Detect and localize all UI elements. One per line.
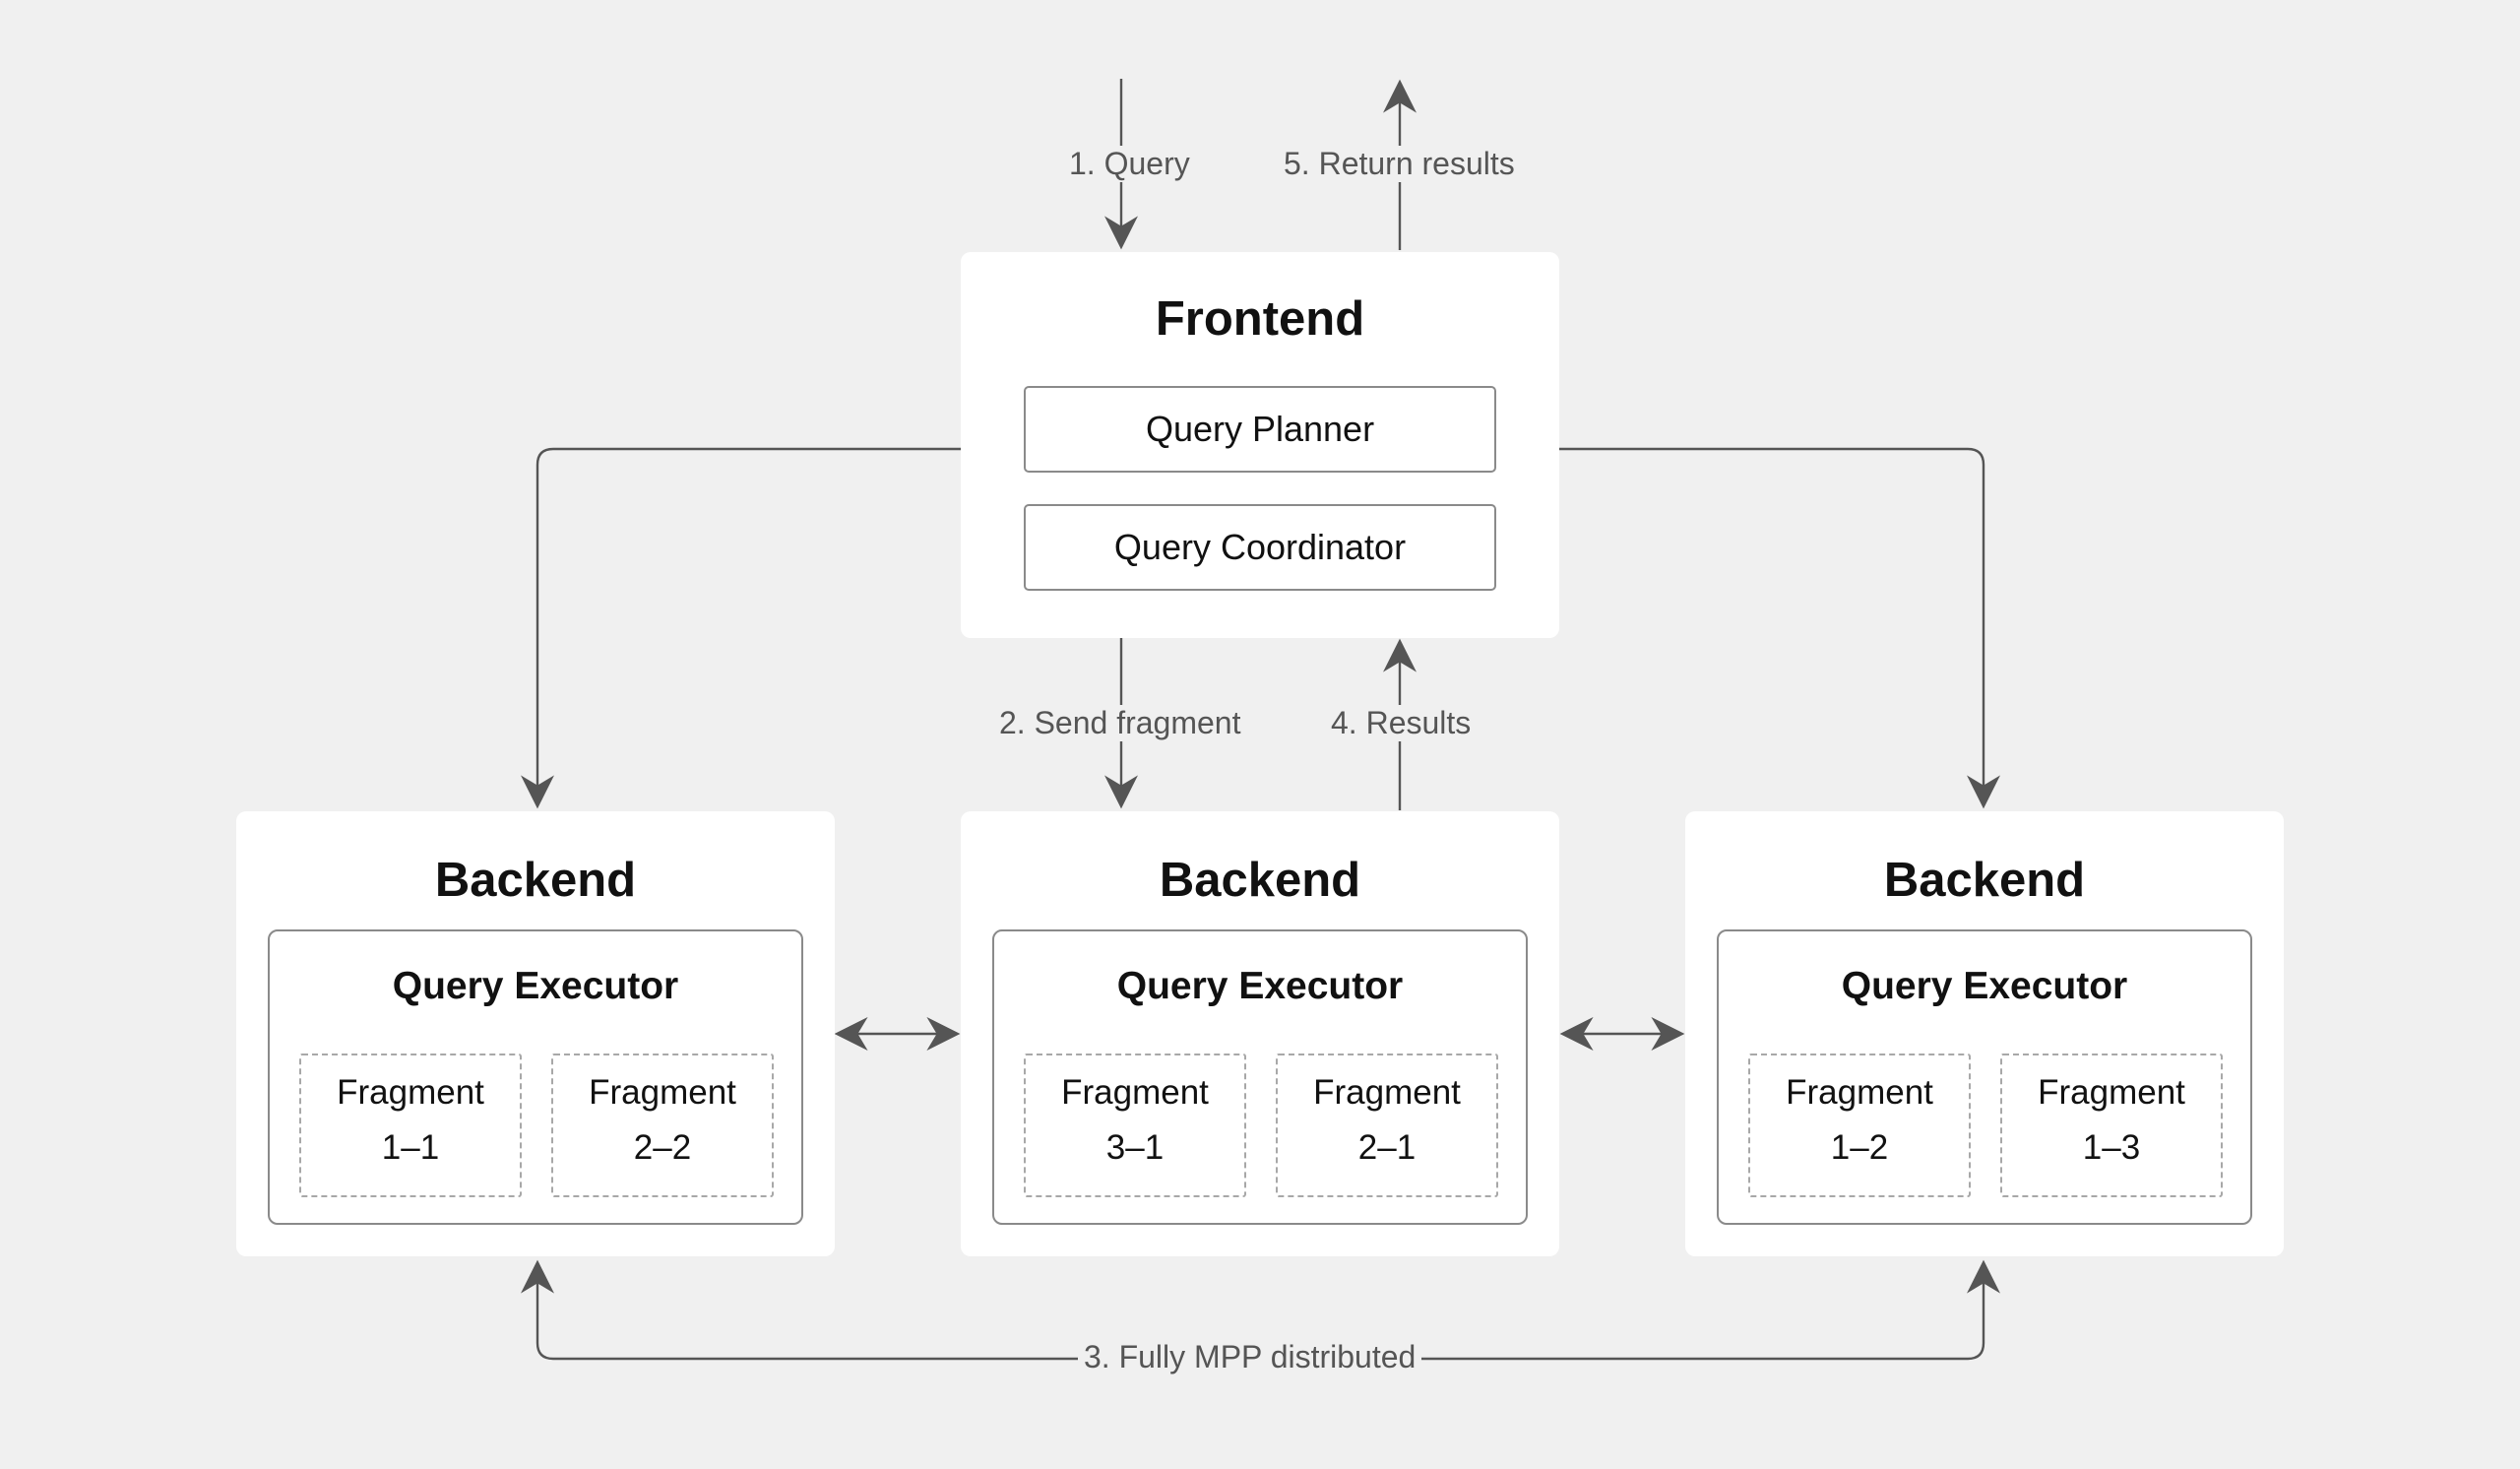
fragment-id: 2–1 <box>1357 1128 1417 1167</box>
results-label: 4. Results <box>1327 705 1476 741</box>
fragment-box: Fragment 2–2 <box>551 1054 774 1197</box>
send-fragment-label: 2. Send fragment <box>995 705 1245 741</box>
frontend-to-right-backend-arrow <box>1559 447 2000 809</box>
fragment-box: Fragment 1–3 <box>2000 1054 2223 1197</box>
backend-card-middle: Backend Query Executor Fragment 3–1 Frag… <box>961 811 1559 1256</box>
fragment-label: Fragment <box>589 1073 736 1112</box>
frontend-title: Frontend <box>1155 292 1365 346</box>
backend-title: Backend <box>1883 854 2086 907</box>
backend-card-right: Backend Query Executor Fragment 1–2 Frag… <box>1685 811 2284 1256</box>
fragment-id: 2–2 <box>633 1128 692 1167</box>
frontend-card: Frontend Query Planner Query Coordinator <box>961 252 1559 638</box>
query-executor-title: Query Executor <box>1841 965 2128 1007</box>
fragment-id: 3–1 <box>1105 1128 1165 1167</box>
fragment-label: Fragment <box>1313 1073 1461 1112</box>
fragment-id: 1–1 <box>381 1128 440 1167</box>
return-results-label: 5. Return results <box>1280 146 1519 182</box>
fragment-box: Fragment 2–1 <box>1276 1054 1498 1197</box>
query-coordinator-label: Query Coordinator <box>1113 527 1407 567</box>
query-planner-label: Query Planner <box>1145 409 1375 449</box>
fragment-box: Fragment 1–2 <box>1748 1054 1971 1197</box>
fragment-label: Fragment <box>2038 1073 2185 1112</box>
query-executor-box: Query Executor Fragment 3–1 Fragment 2–1 <box>992 929 1528 1225</box>
fragment-label: Fragment <box>1061 1073 1209 1112</box>
fragment-id: 1–2 <box>1830 1128 1889 1167</box>
fragment-box: Fragment 3–1 <box>1024 1054 1246 1197</box>
query-executor-title: Query Executor <box>1116 965 1404 1007</box>
fragment-box: Fragment 1–1 <box>299 1054 522 1197</box>
query-coordinator-box: Query Coordinator <box>1024 504 1496 591</box>
fragment-id: 1–3 <box>2082 1128 2141 1167</box>
backend-title: Backend <box>434 854 637 907</box>
backend-title: Backend <box>1159 854 1361 907</box>
frontend-to-left-backend-arrow <box>521 447 961 809</box>
fragment-label: Fragment <box>1786 1073 1933 1112</box>
query-executor-title: Query Executor <box>392 965 679 1007</box>
query-executor-box: Query Executor Fragment 1–1 Fragment 2–2 <box>268 929 803 1225</box>
query-executor-box: Query Executor Fragment 1–2 Fragment 1–3 <box>1717 929 2252 1225</box>
backend-card-left: Backend Query Executor Fragment 1–1 Frag… <box>236 811 835 1256</box>
query-planner-box: Query Planner <box>1024 386 1496 473</box>
fully-mpp-label: 3. Fully MPP distributed <box>1078 1339 1422 1375</box>
query-label: 1. Query <box>1065 146 1194 182</box>
fragment-label: Fragment <box>337 1073 484 1112</box>
